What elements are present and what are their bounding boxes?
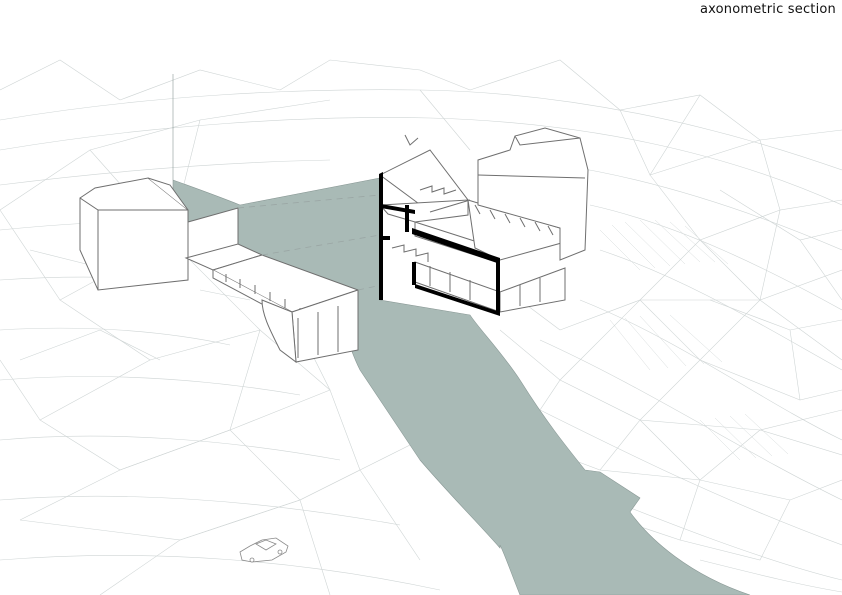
hidden-lines — [237, 194, 383, 291]
right-building — [378, 134, 566, 313]
drawing-title: axonometric section — [699, 2, 836, 17]
right-house — [477, 127, 589, 261]
left-pavilion — [184, 207, 360, 364]
left-house — [79, 177, 189, 291]
terrain-mesh — [0, 59, 842, 595]
terrain-section-cut — [172, 74, 751, 595]
section-poche — [379, 172, 500, 316]
car-outline — [239, 537, 289, 563]
terrain-slope-hatch — [599, 219, 789, 461]
